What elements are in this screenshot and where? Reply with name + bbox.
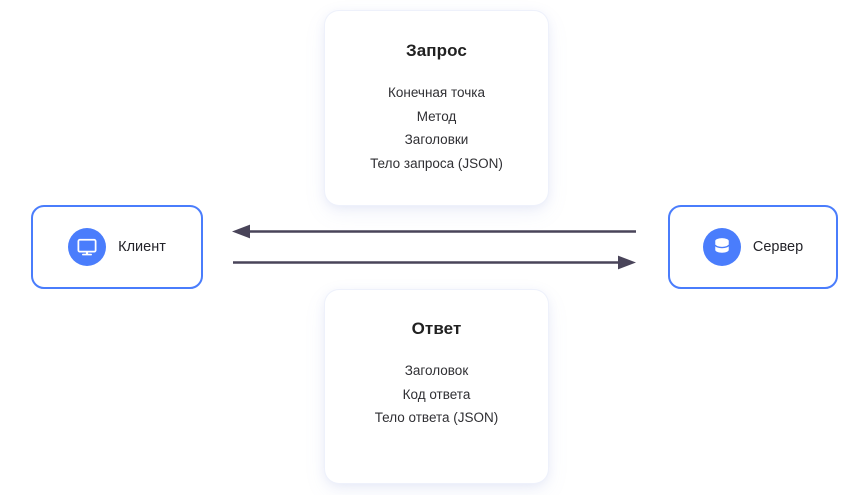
request-line-headers: Заголовки bbox=[404, 132, 469, 147]
request-line-body: Тело запроса (JSON) bbox=[370, 155, 503, 171]
request-line-method: Метод bbox=[416, 108, 457, 124]
response-arrow bbox=[232, 224, 636, 239]
response-line-header: Заголовок bbox=[404, 363, 469, 378]
monitor-icon bbox=[68, 228, 107, 266]
client-node-inner: Клиент bbox=[68, 228, 166, 266]
database-icon bbox=[702, 228, 741, 266]
request-card-lines: Конечная точка Метод Заголовки Тело запр… bbox=[370, 81, 503, 175]
request-card-title: Запрос bbox=[406, 41, 467, 60]
client-node-label: Клиент bbox=[118, 239, 166, 255]
server-node-label: Сервер bbox=[752, 239, 804, 255]
server-node: Сервер bbox=[668, 205, 838, 289]
client-node: Клиент bbox=[31, 205, 203, 289]
request-arrow bbox=[233, 255, 636, 270]
response-card-lines: Заголовок Код ответа Тело ответа (JSON) bbox=[375, 359, 499, 430]
response-card: Ответ Заголовок Код ответа Тело ответа (… bbox=[325, 290, 548, 483]
request-line-endpoint: Конечная точка bbox=[388, 85, 485, 100]
server-node-inner: Сервер bbox=[702, 228, 804, 266]
response-line-body: Тело ответа (JSON) bbox=[374, 410, 499, 425]
response-card-title: Ответ bbox=[411, 319, 462, 338]
request-card: Запрос Конечная точка Метод Заголовки Те… bbox=[325, 11, 548, 205]
response-line-status-code: Код ответа bbox=[402, 386, 471, 402]
